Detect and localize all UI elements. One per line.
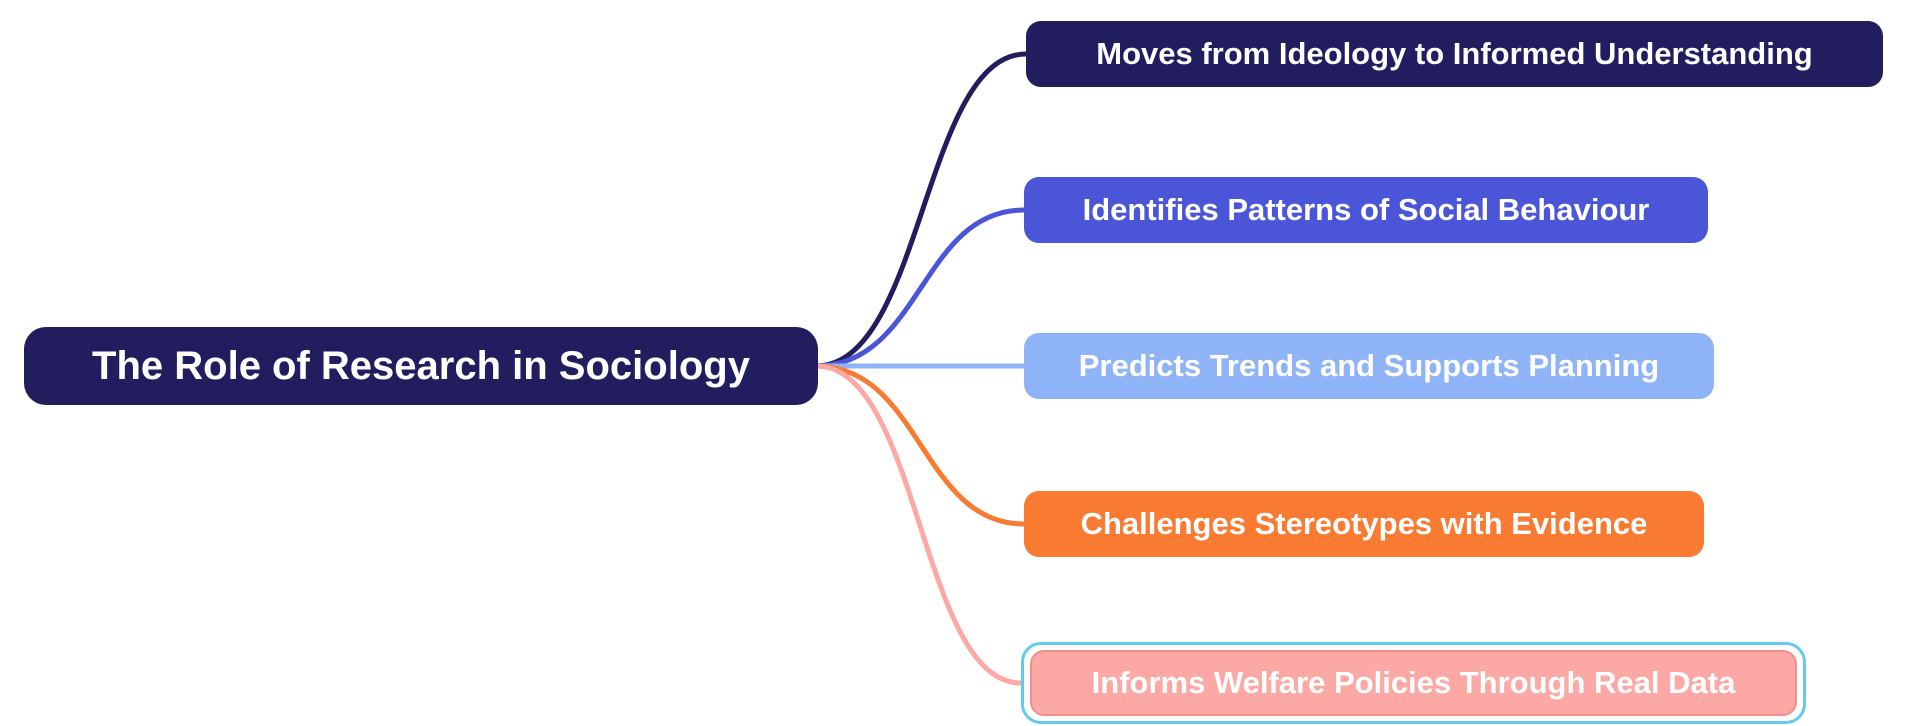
root-node[interactable]: The Role of Research in Sociology [24,327,818,405]
branch-node-predicts-trends[interactable]: Predicts Trends and Supports Planning [1024,333,1714,399]
branch-node-label: Challenges Stereotypes with Evidence [1080,506,1648,541]
connector-identifies-patterns [813,207,1027,369]
root-node-label: The Role of Research in Sociology [92,343,750,388]
connector-challenges-stereotypes [813,363,1027,527]
branch-node-label: Moves from Ideology to Informed Understa… [1096,36,1813,71]
branch-node-label: Predicts Trends and Supports Planning [1078,348,1660,383]
connector-informs-welfare-policies [813,363,1024,686]
branch-node-informs-welfare-policies[interactable]: Informs Welfare Policies Through Real Da… [1030,650,1797,716]
selected-node-highlight: Informs Welfare Policies Through Real Da… [1021,642,1806,724]
branch-node-challenges-stereotypes[interactable]: Challenges Stereotypes with Evidence [1024,491,1704,557]
connector-moves-from-ideology [813,51,1029,369]
branch-node-label: Identifies Patterns of Social Behaviour [1082,192,1650,227]
branch-node-identifies-patterns[interactable]: Identifies Patterns of Social Behaviour [1024,177,1708,243]
branch-node-moves-from-ideology[interactable]: Moves from Ideology to Informed Understa… [1026,21,1883,87]
branch-node-label: Informs Welfare Policies Through Real Da… [1091,665,1736,700]
